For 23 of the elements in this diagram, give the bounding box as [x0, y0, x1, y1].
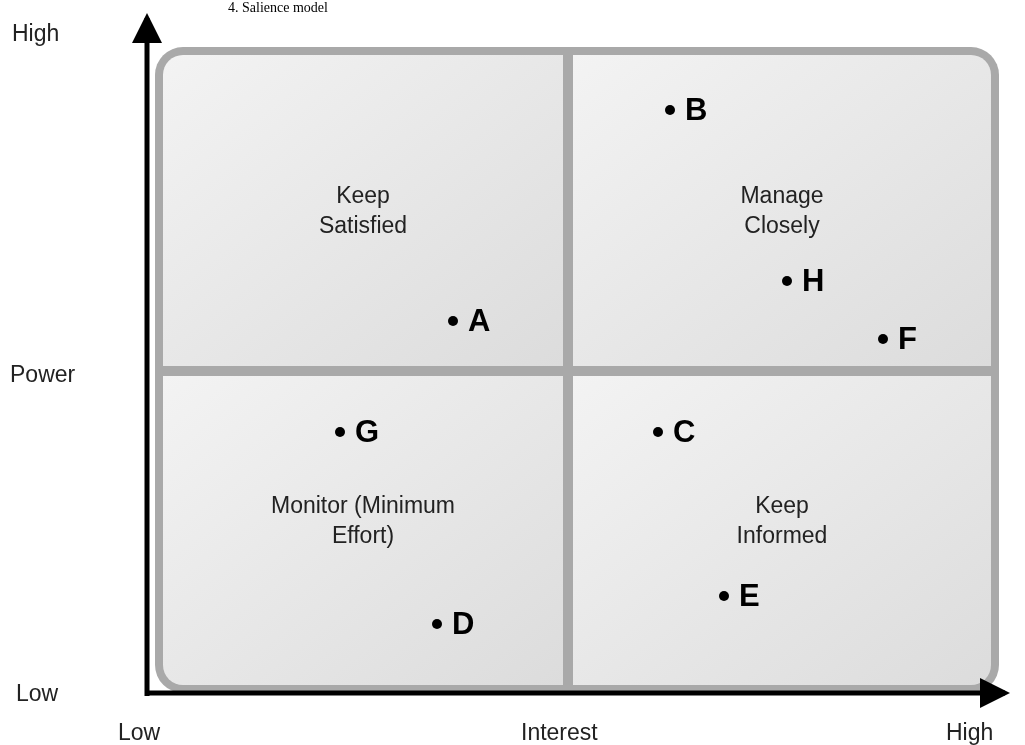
stakeholder-letter: G — [355, 413, 380, 451]
quadrant-label: Keep Satisfied — [317, 181, 409, 240]
axis-label: Power — [10, 361, 76, 387]
quadrant-box — [573, 55, 991, 366]
stakeholder-letter: E — [739, 577, 760, 615]
quadrant-box — [163, 55, 563, 366]
section-heading: 4. Salience model — [228, 0, 328, 16]
axis-label: Interest — [521, 719, 598, 745]
axis-label: High — [946, 719, 994, 745]
stakeholder-letter: C — [673, 413, 696, 451]
stakeholder-letter: F — [898, 320, 917, 358]
axis-label: Low — [118, 719, 161, 745]
stakeholder-letter: D — [452, 605, 475, 643]
quadrant-label: Monitor (Minimum Effort) — [270, 491, 456, 550]
axis-label: Low — [16, 680, 59, 706]
quadrant-box — [163, 376, 563, 685]
axis-label: High — [12, 20, 60, 46]
quadrant-label: Keep Informed — [735, 491, 829, 550]
stakeholder-letter: B — [685, 91, 708, 129]
quadrant-label: Manage Closely — [739, 181, 825, 240]
quadrant-box — [573, 376, 991, 685]
stakeholder-letter: H — [802, 262, 825, 300]
stakeholder-letter: A — [468, 302, 491, 340]
